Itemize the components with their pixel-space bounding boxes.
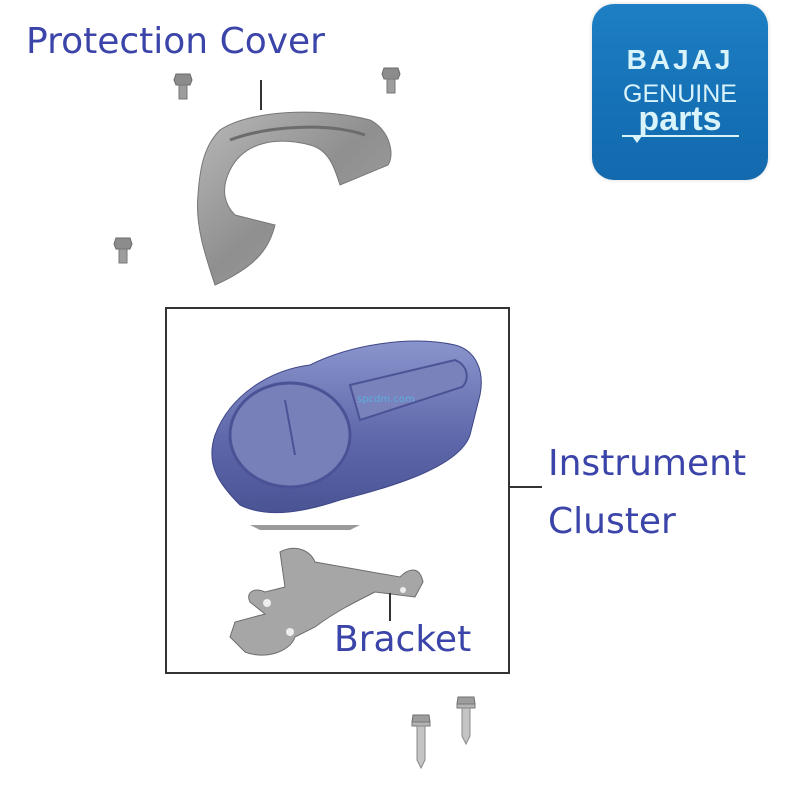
bolt-icon: [173, 73, 193, 100]
logo-underline: [622, 135, 739, 137]
protection-cover-part: [196, 111, 392, 286]
instrument-cluster-label-line1: Instrument: [548, 443, 747, 484]
logo-brand-text: BAJAJ: [626, 44, 734, 75]
bracket-label: Bracket: [334, 619, 472, 660]
logo-genuine-text: GENUINE: [623, 80, 737, 108]
screw-icon: [411, 714, 431, 770]
protection-cover-leader-line: [260, 80, 262, 110]
bracket-leader-line: [389, 593, 391, 621]
bracket-part: [229, 547, 424, 656]
instrument-cluster-part: [211, 340, 482, 530]
bolt-icon: [113, 237, 133, 264]
watermark-text: spcdm.com: [357, 394, 415, 405]
instrument-cluster-assembly-frame: [165, 307, 510, 674]
instrument-cluster-leader-line: [510, 486, 542, 488]
logo-arrow-icon: [632, 136, 642, 143]
screw-icon: [456, 696, 476, 746]
bolt-icon: [381, 67, 401, 94]
instrument-cluster-label-line2: Cluster: [548, 501, 676, 542]
logo-parts-text: parts: [638, 100, 722, 138]
protection-cover-label: Protection Cover: [26, 21, 325, 62]
bajaj-genuine-parts-logo: BAJAJ GENUINE parts: [592, 4, 768, 180]
